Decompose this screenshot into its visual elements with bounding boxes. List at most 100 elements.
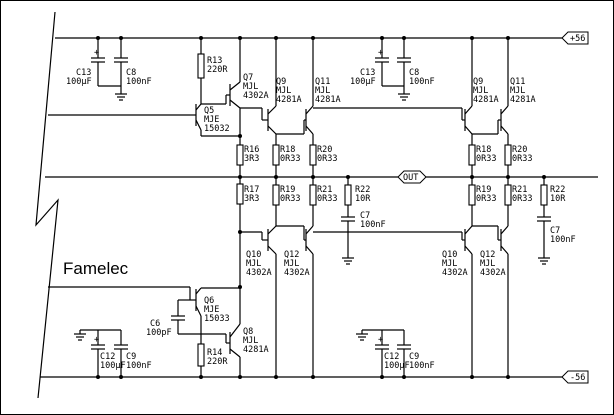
transistor-q9-right: Q9 MJL 4281A (462, 38, 499, 145)
svg-text:C13: C13 (360, 68, 375, 78)
svg-text:R21: R21 (317, 185, 332, 195)
svg-text:R18: R18 (280, 145, 295, 155)
svg-text:15033: 15033 (204, 314, 230, 324)
svg-text:MJL: MJL (276, 86, 291, 96)
svg-text:Q9: Q9 (473, 77, 483, 87)
svg-text:0R33: 0R33 (317, 154, 337, 164)
svg-text:C13: C13 (76, 68, 91, 78)
resistor-r20-right: R20 0R33 (504, 144, 532, 177)
svg-text:R22: R22 (550, 185, 565, 195)
svg-text:MJL: MJL (442, 259, 457, 269)
svg-text:-56: -56 (570, 373, 585, 383)
svg-text:Q6: Q6 (204, 296, 214, 306)
svg-text:100pF: 100pF (146, 328, 172, 338)
resistor-r22-right: R22 10R (540, 177, 566, 217)
transistor-q10-right: Q10 MJL 4302A (442, 225, 473, 377)
svg-text:R20: R20 (317, 145, 332, 155)
svg-text:100nF: 100nF (360, 220, 386, 230)
svg-text:C9: C9 (409, 352, 419, 362)
svg-text:Q5: Q5 (204, 106, 214, 116)
cap-c12-left: + C12 100µF (91, 330, 126, 377)
transistor-q8: Q8 MJL 4281A (201, 323, 269, 377)
svg-text:C6: C6 (150, 319, 160, 329)
transistor-q7: Q7 MJL 4302A (225, 38, 269, 140)
resistor-r20-left: R20 0R33 (309, 144, 337, 177)
svg-text:0R33: 0R33 (280, 194, 300, 204)
transistor-q11-right: Q11 MJL 4281A (498, 38, 536, 145)
svg-text:4302A: 4302A (243, 91, 269, 101)
svg-text:100nF: 100nF (409, 77, 435, 87)
resistor-r21-right: R21 0R33 (504, 177, 532, 226)
svg-text:Q10: Q10 (442, 250, 457, 260)
svg-text:MJE: MJE (204, 305, 219, 315)
svg-text:100µF: 100µF (384, 361, 410, 371)
svg-text:MJE: MJE (204, 115, 219, 125)
transistor-q11-left: Q11 MJL 4281A (304, 38, 341, 145)
cap-c8-right: C8 100nF (397, 38, 435, 94)
svg-text:C9: C9 (126, 352, 136, 362)
svg-text:220R: 220R (207, 357, 228, 367)
svg-text:R19: R19 (280, 185, 295, 195)
svg-text:MJL: MJL (284, 259, 299, 269)
cap-c13-right: + C13 100µF (350, 38, 389, 87)
svg-text:MJL: MJL (243, 82, 258, 92)
svg-text:100nF: 100nF (126, 361, 152, 371)
tag-plus56: +56 (561, 31, 589, 45)
resistor-r14: R14 220R (197, 334, 228, 377)
svg-text:4281A: 4281A (243, 345, 269, 355)
transistor-q9-left: Q9 MJL 4281A (262, 38, 302, 145)
transistor-q5: Q5 MJE 15032 (190, 103, 230, 136)
cap-c8-left: C8 100nF (114, 38, 152, 94)
svg-text:+: + (94, 335, 99, 345)
svg-text:R16: R16 (244, 145, 259, 155)
svg-text:100nF: 100nF (126, 77, 152, 87)
svg-text:Q12: Q12 (284, 250, 299, 260)
page-break-line (35, 11, 59, 399)
svg-text:100µF: 100µF (350, 77, 376, 87)
svg-text:MJL: MJL (246, 259, 261, 269)
ground-icon (74, 330, 86, 341)
supply-rails (40, 37, 598, 378)
svg-text:4281A: 4281A (473, 95, 499, 105)
svg-text:R22: R22 (355, 185, 370, 195)
svg-text:+: + (378, 335, 383, 345)
cap-c9-left: C9 100nF (114, 330, 152, 377)
svg-text:MJL: MJL (243, 336, 258, 346)
resistor-r22-left: R22 10R (344, 177, 371, 217)
svg-text:+: + (378, 48, 383, 58)
svg-text:MJL: MJL (315, 86, 330, 96)
svg-text:C8: C8 (409, 68, 419, 78)
svg-text:10R: 10R (355, 194, 371, 204)
ground-icon (356, 330, 368, 341)
resistor-r19-right: R19 0R33 (468, 177, 496, 226)
svg-text:4302A: 4302A (442, 268, 468, 278)
svg-text:0R33: 0R33 (476, 194, 496, 204)
transistor-q10-left: Q10 MJL 4302A (246, 225, 277, 377)
svg-text:Q7: Q7 (243, 73, 253, 83)
svg-text:0R33: 0R33 (512, 154, 532, 164)
svg-text:R13: R13 (207, 56, 222, 66)
svg-text:C8: C8 (126, 68, 136, 78)
svg-text:4302A: 4302A (246, 268, 272, 278)
svg-text:R14: R14 (207, 348, 222, 358)
svg-text:MJL: MJL (480, 259, 495, 269)
ground-icon (538, 257, 550, 265)
svg-text:C7: C7 (360, 211, 370, 221)
svg-text:+: + (94, 48, 99, 58)
svg-text:Q10: Q10 (246, 250, 261, 260)
svg-text:MJL: MJL (510, 86, 525, 96)
transistor-q12-left: Q12 MJL 4302A (284, 225, 314, 377)
svg-text:C12: C12 (384, 352, 399, 362)
svg-text:100nF: 100nF (409, 361, 435, 371)
svg-text:+56: +56 (570, 34, 585, 44)
cap-c7-right: C7 100nF (537, 216, 576, 258)
svg-text:C12: C12 (100, 352, 115, 362)
svg-text:220R: 220R (207, 65, 228, 75)
ground-icon (342, 257, 354, 265)
svg-text:Q11: Q11 (510, 77, 525, 87)
svg-text:3R3: 3R3 (244, 194, 259, 204)
tag-minus56: -56 (561, 370, 589, 384)
resistor-r21-left: R21 0R33 (309, 177, 337, 226)
resistor-r19-left: R19 0R33 (272, 177, 300, 226)
svg-text:4281A: 4281A (276, 95, 302, 105)
